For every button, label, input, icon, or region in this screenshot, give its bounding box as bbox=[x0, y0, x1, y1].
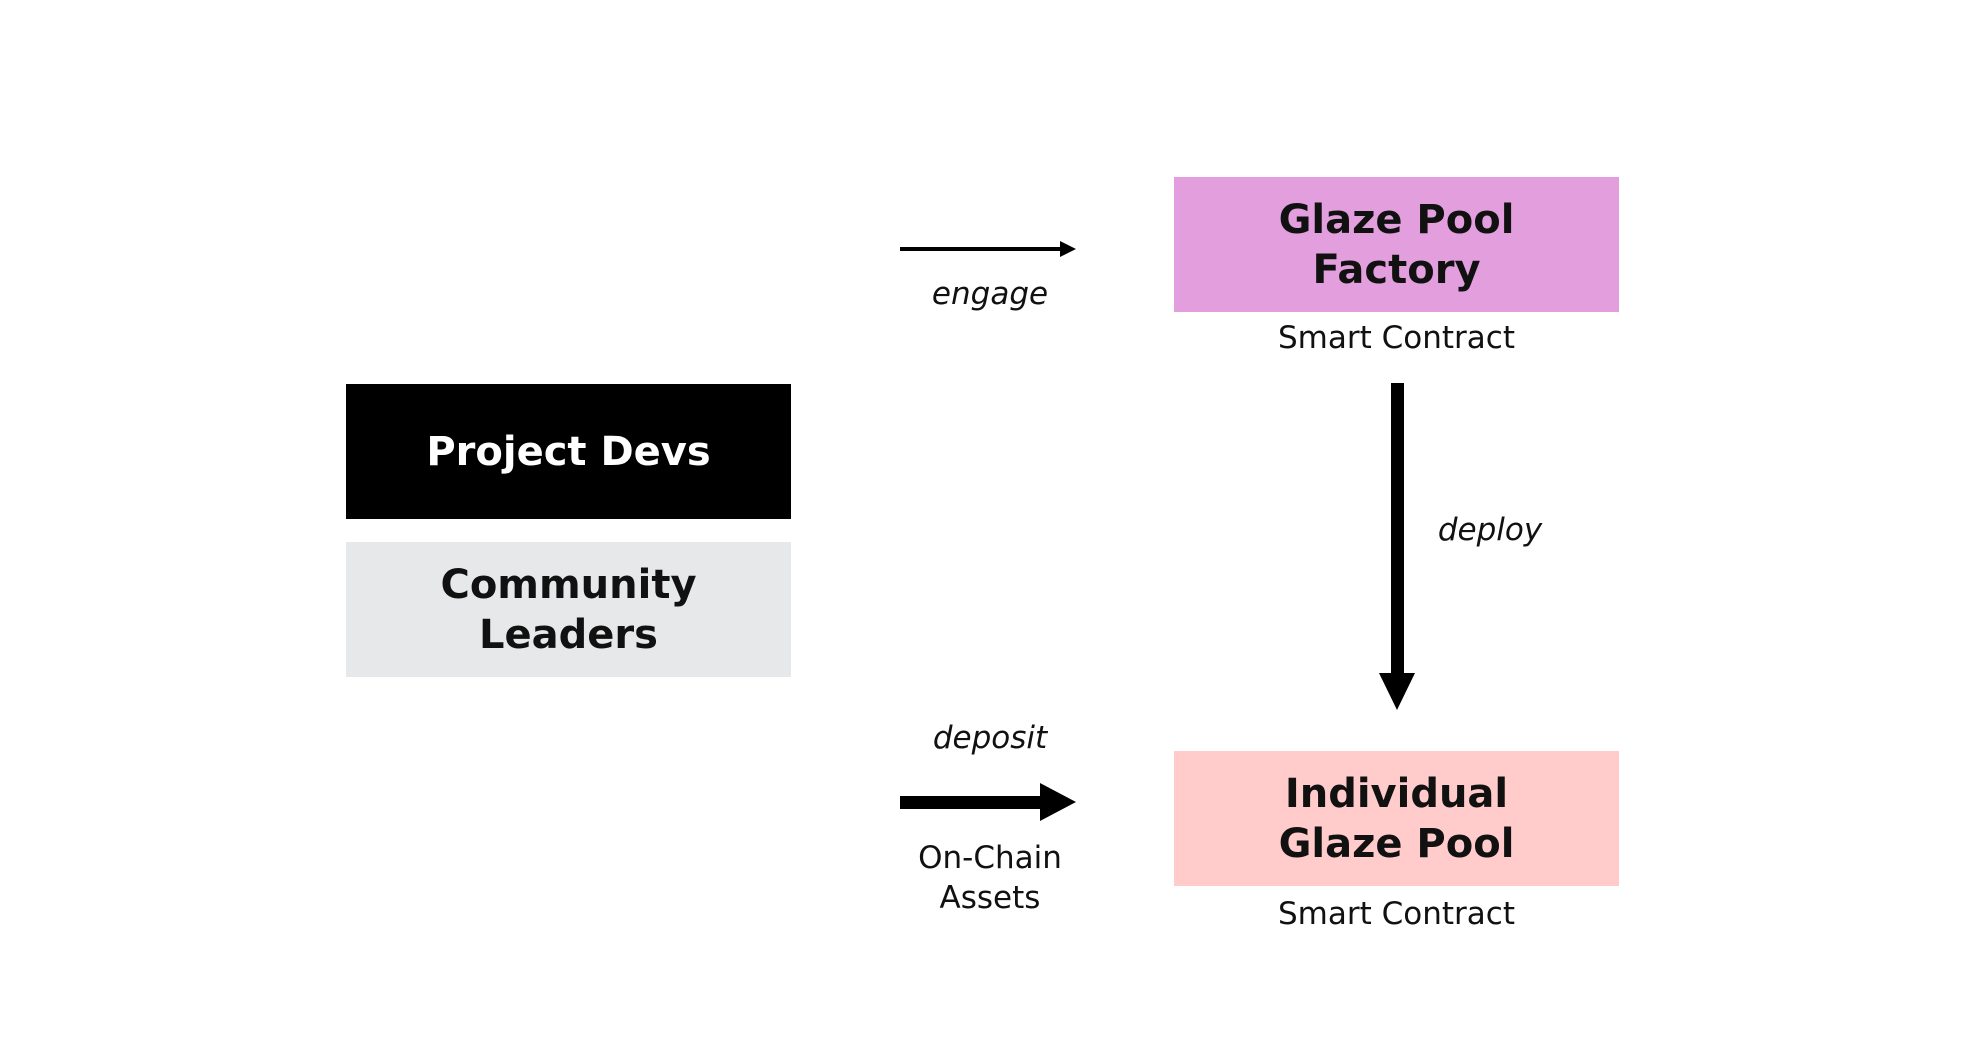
deploy-arrow bbox=[1379, 383, 1415, 710]
individual-glaze-pool-node: Individual Glaze Pool bbox=[1278, 770, 1515, 867]
community-leaders-node: Community Leaders bbox=[440, 561, 697, 658]
on-chain-assets-label: On-Chain Assets bbox=[918, 840, 1062, 916]
deposit-arrow bbox=[900, 783, 1076, 821]
pool-caption: Smart Contract bbox=[1278, 896, 1515, 932]
engage-label: engage bbox=[931, 276, 1049, 312]
project-devs-node: Project Devs bbox=[426, 428, 711, 475]
factory-box-fill bbox=[1174, 177, 1619, 312]
engage-arrow bbox=[900, 241, 1076, 257]
project-devs-box-fill bbox=[346, 384, 791, 519]
glaze-pool-factory-node: Glaze Pool Factory bbox=[1278, 196, 1515, 293]
community-leaders-box-fill bbox=[346, 542, 791, 677]
factory-caption: Smart Contract bbox=[1278, 320, 1515, 356]
pool-box-fill bbox=[1174, 751, 1619, 886]
deploy-label: deploy bbox=[1437, 512, 1543, 548]
deposit-label: deposit bbox=[932, 720, 1048, 756]
